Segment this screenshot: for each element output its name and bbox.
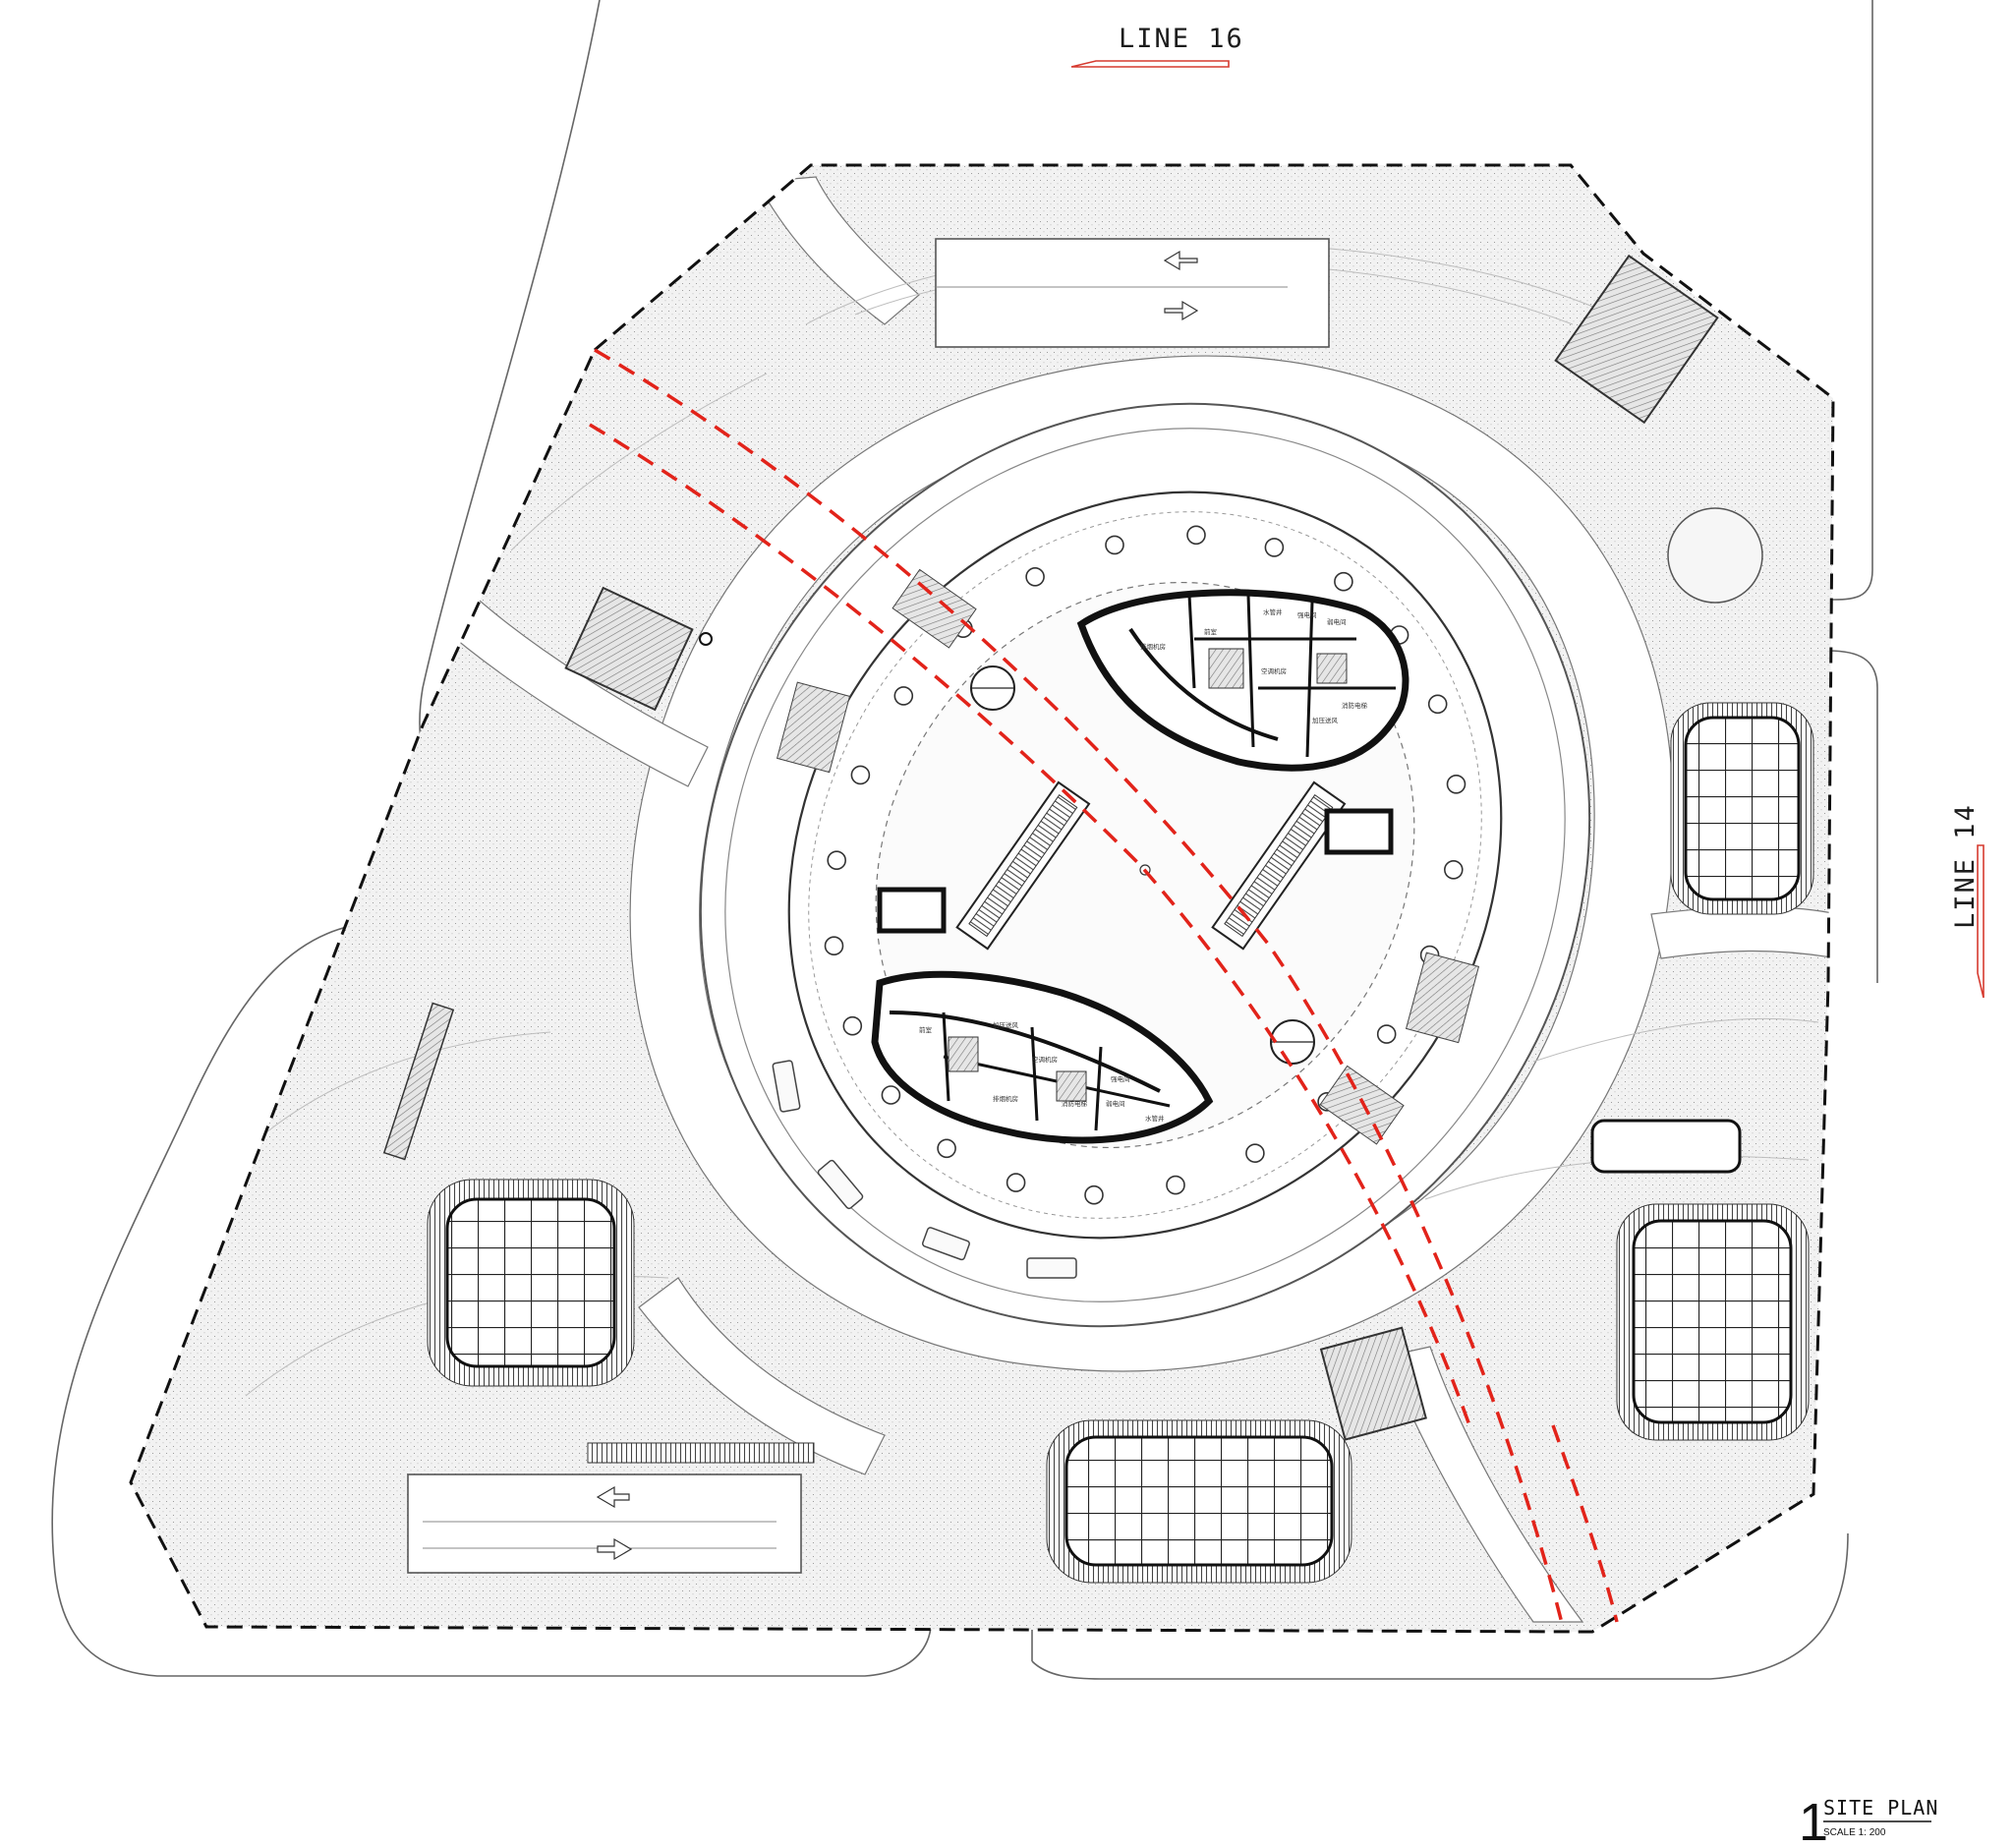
site-stair-entries (382, 254, 1763, 1441)
station-building: 水管井强电间弱电间空调机房加压送风消防电梯前室排烟机房 前室加压送风空调机房消防… (699, 402, 1591, 1328)
metro-line-c (1551, 1424, 1619, 1623)
south-dropoff-lane (407, 1442, 815, 1574)
room-label: 水管井 (1145, 1114, 1165, 1123)
skylights (427, 702, 1814, 1584)
escalator-east (1211, 780, 1347, 951)
kiosk-east (1590, 1119, 1742, 1174)
column (937, 1138, 956, 1159)
room-label: 空调机房 (1261, 666, 1287, 675)
entrance-stair-e (1405, 952, 1480, 1044)
column (1427, 694, 1448, 715)
room-label: 水管井 (1263, 607, 1283, 616)
room-label: 前室 (919, 1025, 933, 1034)
line-14-marker: LINE 14 (1950, 803, 1984, 999)
column (1105, 535, 1124, 555)
driveway-southeast (1385, 1346, 1584, 1623)
metro-alignment (589, 348, 1619, 1628)
entrance-stair-w (776, 681, 851, 774)
arrow-westbound-south (596, 1485, 630, 1509)
column (850, 765, 871, 785)
column (842, 1015, 863, 1036)
column (881, 1085, 901, 1105)
marker-circle (699, 632, 713, 646)
roundabout-island (1667, 507, 1763, 604)
column (824, 936, 844, 956)
road-edge-southwest (51, 921, 933, 1677)
driveway-southwest (638, 1277, 886, 1475)
metro-line-b (589, 423, 1471, 1426)
building-canopy-ring (724, 428, 1566, 1302)
column (1166, 1175, 1185, 1195)
benches (772, 1060, 1077, 1279)
room-label: 加压送风 (1312, 716, 1339, 724)
room-label: 加压送风 (993, 1020, 1019, 1029)
title-block: 1 SITE PLAN SCALE 1: 200 (1799, 1793, 1938, 1848)
skylight-south (1046, 1419, 1352, 1584)
centre-marker (1139, 864, 1151, 876)
room-label: 强电间 (1111, 1074, 1130, 1083)
column (893, 686, 914, 706)
arrow-westbound-north (1163, 250, 1198, 271)
line-16-label: LINE 16 (1119, 24, 1244, 54)
line-16-arrow (1070, 60, 1230, 68)
driveway-northwest (431, 584, 709, 787)
column (1245, 1143, 1265, 1163)
column (1376, 1024, 1397, 1044)
room-label: 空调机房 (1032, 1055, 1058, 1064)
arrow-eastbound-south (597, 1537, 633, 1561)
south-core-wall (871, 970, 1214, 1144)
line-14-label: LINE 14 (1950, 803, 1981, 929)
north-dropoff-lane (935, 238, 1330, 348)
driveway-north (756, 176, 920, 325)
drawing-title: SITE PLAN (1823, 1796, 1938, 1819)
building-inner-ring (808, 511, 1482, 1219)
lift-box-east (1324, 808, 1394, 855)
room-label: 强电间 (1297, 610, 1317, 619)
line-16-marker: LINE 16 (1070, 24, 1244, 68)
lift-box-west (877, 887, 947, 934)
site-boundary (129, 163, 1835, 1634)
column (1334, 571, 1353, 592)
line-14-arrow (1977, 844, 1984, 999)
room-label: 前室 (1204, 627, 1218, 636)
column (1006, 1173, 1026, 1192)
room-label: 消防电梯 (1342, 701, 1368, 710)
drawing-scale: SCALE 1: 200 (1823, 1827, 1886, 1838)
escalator-west (955, 780, 1091, 951)
skylight-southeast (1616, 1203, 1810, 1441)
room-label: 排烟机房 (993, 1094, 1018, 1103)
room-label: 弱电间 (1106, 1099, 1125, 1108)
column (1264, 538, 1285, 557)
skylight-southwest (427, 1179, 635, 1387)
drawing-number: 1 (1799, 1793, 1828, 1848)
column (827, 850, 847, 871)
column (1446, 774, 1467, 794)
column (1084, 1184, 1104, 1205)
entrance-stair-nw (891, 568, 977, 649)
column (1444, 859, 1464, 880)
column (1025, 566, 1045, 587)
room-label: 弱电间 (1327, 617, 1347, 626)
arrow-eastbound-north (1164, 300, 1199, 321)
room-label: 排烟机房 (1140, 642, 1166, 651)
metro-line-a (594, 348, 1565, 1628)
skylight-east (1670, 702, 1814, 915)
entrance-stair-se (1319, 1065, 1405, 1145)
room-label: 消防电梯 (1062, 1099, 1088, 1108)
column (1186, 525, 1206, 546)
